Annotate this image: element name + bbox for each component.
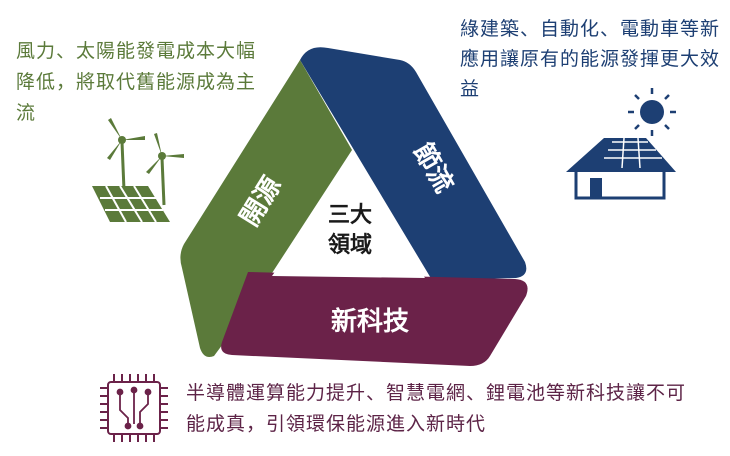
- sun-icon: [628, 88, 676, 136]
- band-right: [300, 47, 527, 281]
- band-label-bottom: 新科技: [331, 306, 409, 337]
- band-left: [180, 60, 352, 357]
- chip-icon: [100, 374, 168, 442]
- center-triangle: [272, 168, 425, 278]
- center-label-line2: 領域: [328, 232, 372, 258]
- efficiency-caption: 綠建築、自動化、電動車等新應用讓原有的能源發揮更大效益: [460, 18, 721, 100]
- house-solar-icon: [566, 137, 676, 200]
- wind-solar-icon: [92, 118, 184, 223]
- technology-caption: 半導體運算能力提升、智慧電網、鋰電池等新科技讓不可能成真，引領環保能源進入新時代: [186, 382, 687, 435]
- band-bottom: [221, 272, 528, 366]
- renewable-caption: 風力、太陽能發電成本大幅降低，將取代舊能源成為主流: [16, 40, 257, 124]
- center-label-line1: 三大: [328, 203, 372, 228]
